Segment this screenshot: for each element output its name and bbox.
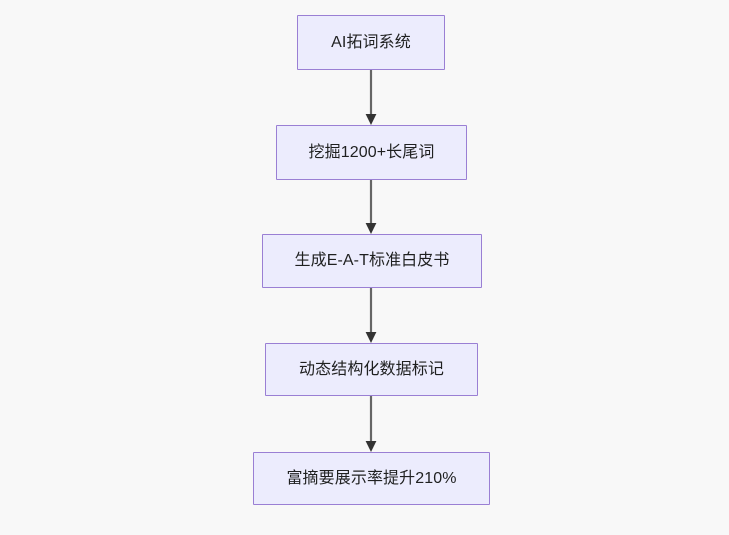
flowchart-node-label: 生成E-A-T标准白皮书	[294, 252, 450, 269]
flowchart-edge-n2-n3	[363, 180, 379, 234]
flowchart-edge-n3-n4	[363, 288, 379, 343]
flowchart-node-n1[interactable]: AI拓词系统	[297, 15, 445, 70]
flowchart-node-n4[interactable]: 动态结构化数据标记	[265, 343, 478, 396]
flowchart-node-label: AI拓词系统	[331, 33, 411, 51]
flowchart-node-n2[interactable]: 挖掘1200+长尾词	[276, 125, 467, 180]
flowchart-node-n5[interactable]: 富摘要展示率提升210%	[253, 452, 490, 505]
flowchart-node-label: 动态结构化数据标记	[299, 360, 444, 378]
flowchart-node-n3[interactable]: 生成E-A-T标准白皮书	[262, 234, 482, 288]
flowchart-edge-n4-n5	[363, 396, 379, 452]
flowchart-edge-n1-n2	[363, 70, 379, 125]
flowchart-node-label: 富摘要展示率提升210%	[286, 469, 457, 487]
flowchart-node-label: 挖掘1200+长尾词	[308, 143, 435, 161]
